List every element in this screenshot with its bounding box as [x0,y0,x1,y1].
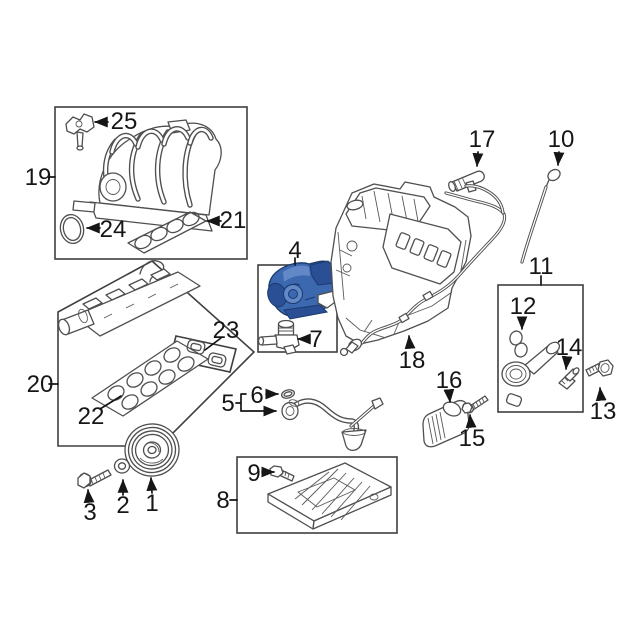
callout-5-oil-pickup-tube: 5 [221,390,234,417]
callout-12-adapter-o-ring: 12 [510,293,537,320]
box-19-intake-kit [54,106,248,260]
oil-pan-drawing [267,462,392,530]
callout-25-map-sensor: 25 [111,108,138,135]
callout-15-stud-bolt: 15 [459,425,486,452]
oil-pickup-tube-drawing [281,397,384,452]
callout-8-oil-pan: 8 [216,487,229,514]
filter-adapter-drawing [501,341,561,407]
intake-manifold-drawing [72,119,222,232]
wiring-harness-18-drawing [339,184,507,357]
map-sensor-drawing [65,113,95,151]
callout-11-oil-filter-adapter-kit: 11 [529,253,554,280]
callout-21-intake-manifold-gasket: 21 [220,207,247,234]
dipstick-10-drawing [520,168,561,264]
callout-10-oil-dipstick: 10 [548,126,575,153]
adapter-o-ring-12-drawing [509,330,528,358]
intake-gasket-21-drawing [127,211,207,254]
engine-block-drawing [330,181,472,345]
callout-17-tube-fitting: 17 [469,126,496,153]
callout-6-pickup-tube-o-ring: 6 [250,382,263,409]
oil-pump-drawing [267,260,339,320]
callout-16-oil-filter: 16 [436,367,463,394]
callout-pointers [47,116,607,504]
stud-bolt-15-drawing [461,395,489,414]
oil-filter-16-drawing [422,399,470,448]
washer-2-drawing [113,458,131,474]
callout-24-o-ring: 24 [100,216,127,243]
callout-22-lower-intake-gaskets: 22 [78,403,105,430]
pickup-o-ring-6-drawing [280,389,296,399]
callout-20-lower-intake-manifold-kit: 20 [27,371,54,398]
callout-19-upper-intake-manifold-kit: 19 [25,164,52,191]
intake-gaskets-22-drawing [91,340,209,417]
tube-17-drawing [448,170,485,193]
callout-13-adapter-bolt: 13 [590,398,617,425]
callout-3-crankshaft-bolt: 3 [83,499,96,526]
crankshaft-bolt-3-drawing [77,469,112,489]
callout-4-oil-pump-highlighted: 4 [288,237,301,264]
callout-7-sensor: 7 [309,326,322,353]
sensor-7-drawing [257,319,300,355]
callout-14-adapter-fitting: 14 [556,334,583,361]
oil-pan-bolt-9-drawing [269,465,295,482]
callout-1-crankshaft-pulley: 1 [145,490,158,517]
bolt-13-drawing [585,359,614,377]
callout-23-gasket-pair: 23 [213,317,240,344]
box-8-oil-pan [236,456,398,534]
fitting-14-drawing [558,367,580,390]
o-ring-24-drawing [59,213,85,245]
callout-18-wiring-harness: 18 [399,347,426,374]
callout-9-oil-pan-bolt: 9 [247,460,260,487]
box-20-lower-intake-kit [57,260,256,447]
crankshaft-pulley-drawing [124,423,180,477]
gasket-pair-drawing [186,339,227,368]
callout-2-washer: 2 [116,492,129,519]
lower-intake-manifold-drawing [57,260,201,337]
